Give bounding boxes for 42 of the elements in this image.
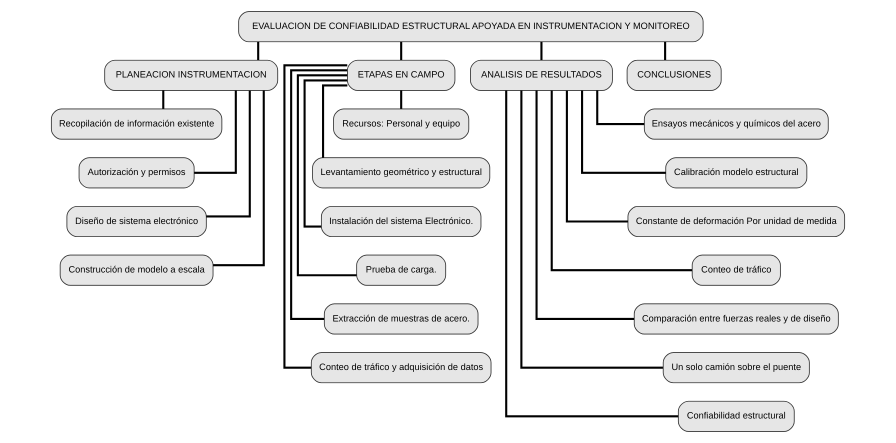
connector (400, 42, 402, 60)
connector (596, 90, 644, 126)
connector (290, 69, 348, 320)
node-box: ANALISIS DE RESULTADOS (470, 60, 613, 91)
connector (540, 42, 542, 60)
connector (505, 90, 678, 418)
connector (550, 90, 692, 272)
connector (162, 90, 164, 109)
node-box: Confiabilidad estructural (678, 400, 795, 432)
node-box: Recursos: Personal y equipo (333, 108, 470, 140)
node-box: Instalación del sistema Electrónico. (320, 206, 482, 238)
node-box: Constante de deformación Por unidad de medida (628, 206, 846, 238)
connector (520, 90, 663, 369)
connector (400, 90, 402, 109)
node-box: Levantamiento geométrico y estructural (312, 157, 490, 188)
connector (581, 90, 666, 174)
connector (194, 90, 237, 174)
node-box: Conteo de tráfico y adquisición de datos (310, 352, 492, 384)
node-box: Comparación entre fuerzas reales y de diseño (634, 303, 839, 334)
connector (296, 74, 356, 276)
node-box: Prueba de carga. (356, 254, 446, 286)
node-box: EVALUACION DE CONFIABILIDAD ESTRUCTURAL APOYADA EN INSTRUMENTACION Y MONITOREO (238, 11, 704, 42)
connector (257, 42, 260, 60)
node-box: Construcción de modelo a escala (60, 254, 214, 286)
connector (206, 90, 251, 218)
connector (664, 42, 666, 60)
node-box: Ensayos mecánicos y químicos del acero (644, 108, 829, 140)
node-box: Un solo camión sobre el puente (662, 352, 810, 384)
node-box: CONCLUSIONES (626, 60, 722, 91)
node-box: ETAPAS EN CAMPO (347, 60, 456, 91)
node-box: Calibración modelo estructural (665, 157, 808, 188)
node-box: Conteo de tráfico (692, 254, 781, 286)
connector (283, 64, 348, 369)
node-box: Diseño de sistema electrónico (66, 206, 207, 238)
node-box: Recopilación de información existente (50, 108, 222, 140)
node-box: Autorización y permisos (78, 157, 195, 188)
node-box: PLANEACION INSTRUMENTACION (104, 60, 278, 91)
connector (566, 90, 628, 223)
node-box: Extracción de muestras de acero. (324, 303, 478, 334)
connector (213, 90, 265, 266)
connector (322, 84, 348, 158)
connector (536, 90, 634, 320)
